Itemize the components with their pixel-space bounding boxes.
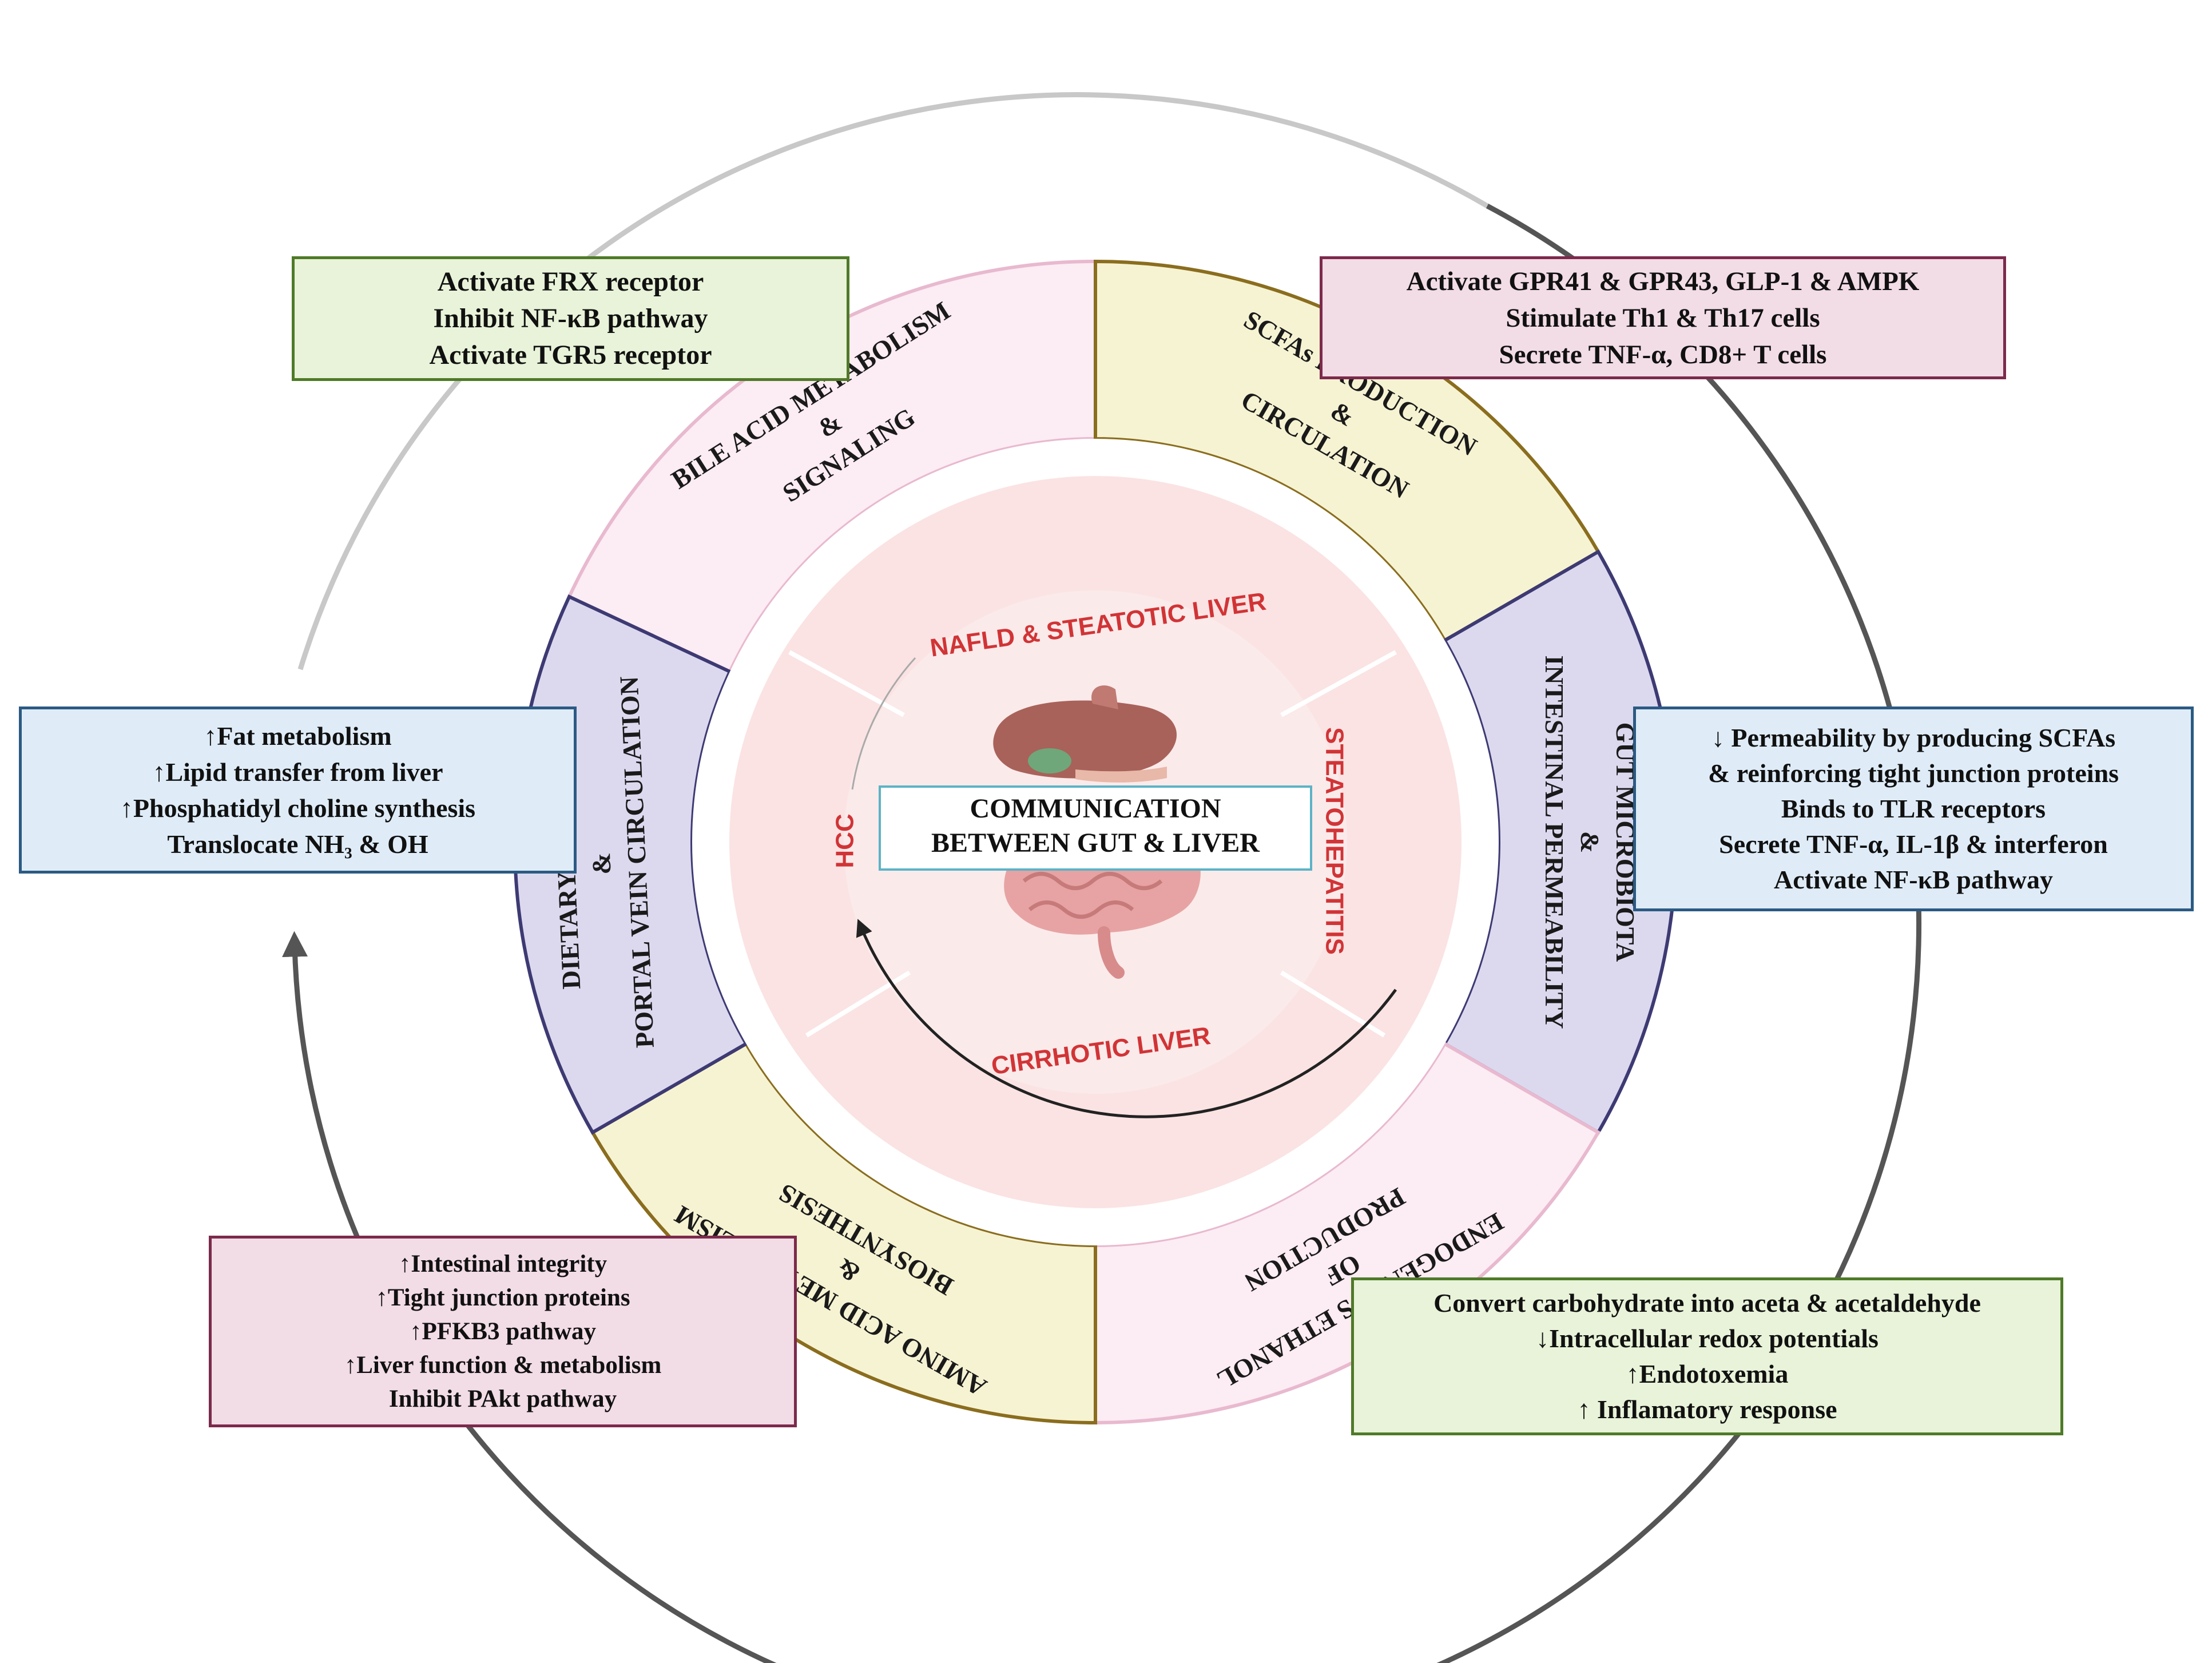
ethanol-effects-box: Convert carbohydrate into aceta & acetal…: [1351, 1277, 2063, 1435]
progression-arrow: [856, 919, 1397, 1118]
center-title-line1: COMMUNICATION: [970, 793, 1221, 824]
scfa-effects-box: Activate GPR41 & GPR43, GLP-1 & AMPK Sti…: [1320, 256, 2006, 379]
outer-cycle-ring-dark: [282, 204, 1922, 1663]
bile-acid-effects-box: Activate FRX receptor Inhibit NF-κB path…: [292, 256, 849, 381]
stage-hcc-label: HCC: [831, 813, 859, 868]
stage-steatohepatitis-label: STEATOHEPATITIS: [1320, 727, 1348, 955]
center-title-box: COMMUNICATION BETWEEN GUT & LIVER: [879, 785, 1312, 871]
gut-microbiota-effects-box: ↓ Permeability by producing SCFAs & rein…: [1633, 707, 2194, 911]
amino-acid-effects-box: ↑Intestinal integrity ↑Tight junction pr…: [209, 1236, 797, 1427]
outer-cycle-ring-light: [297, 92, 1489, 670]
center-title-line2: BETWEEN GUT & LIVER: [931, 828, 1260, 858]
choline-effects-box: ↑Fat metabolism ↑Lipid transfer from liv…: [19, 707, 577, 874]
progression-arrow-thin: [851, 657, 916, 790]
